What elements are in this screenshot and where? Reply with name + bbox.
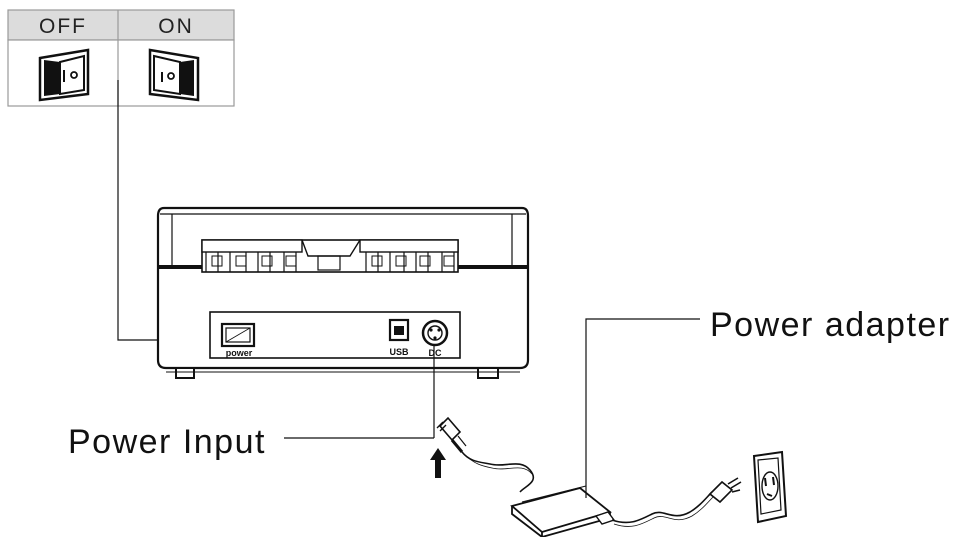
dc-cable bbox=[461, 451, 535, 493]
ac-plug bbox=[708, 477, 742, 504]
power-input-label: Power Input bbox=[68, 423, 266, 461]
ac-cord bbox=[611, 491, 713, 524]
usb-port[interactable] bbox=[388, 318, 410, 342]
power-adapter-label: Power adapter bbox=[710, 306, 951, 344]
printer-rear-view: power USB DC bbox=[156, 206, 530, 379]
dc-plug bbox=[436, 416, 467, 453]
usb-label: USB bbox=[389, 347, 409, 357]
switch-on-icon bbox=[148, 48, 200, 102]
dc-jack[interactable] bbox=[421, 319, 449, 347]
dc-label: DC bbox=[429, 348, 442, 358]
paper-exit-slot bbox=[201, 239, 459, 273]
table-header-row bbox=[7, 9, 235, 41]
off-header: OFF bbox=[39, 15, 87, 38]
right-foot bbox=[477, 367, 499, 379]
left-foot bbox=[175, 367, 195, 379]
switch-state-table: OFF ON bbox=[7, 9, 235, 107]
power-adapter-brick bbox=[510, 485, 616, 537]
adapter-leader-line bbox=[585, 318, 700, 498]
wall-outlet-icon bbox=[752, 450, 788, 524]
power-switch[interactable] bbox=[220, 322, 256, 348]
power-label: power bbox=[226, 348, 253, 358]
switch-off-icon bbox=[38, 48, 90, 102]
insert-arrow-icon bbox=[430, 448, 446, 478]
on-header: ON bbox=[158, 15, 194, 38]
